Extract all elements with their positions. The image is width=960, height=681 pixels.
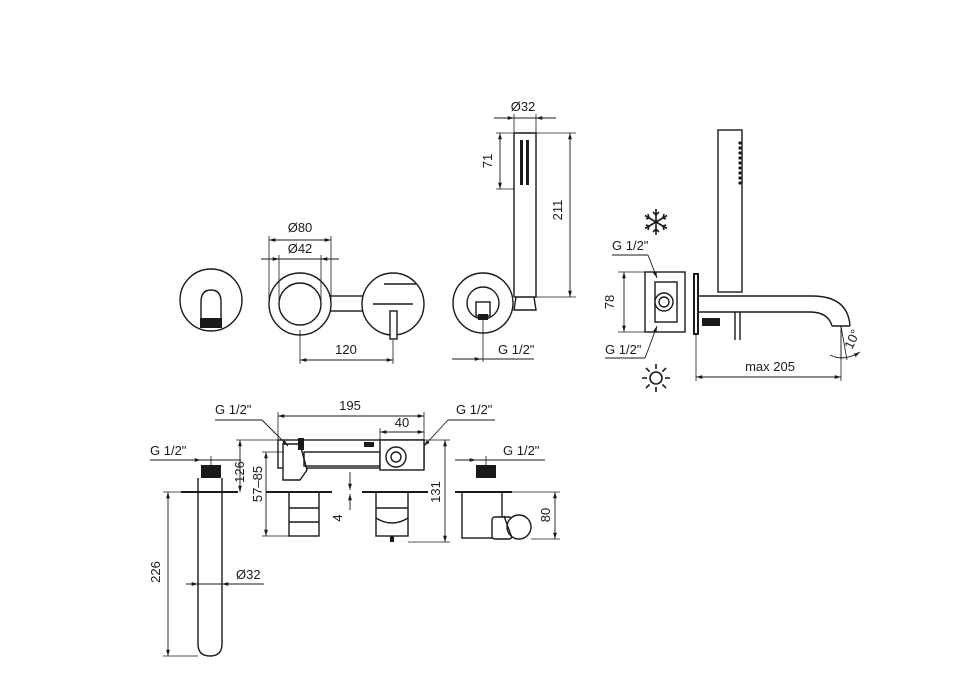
dim-g12-holder-label: G 1/2" bbox=[503, 443, 540, 458]
dim-angle10-label: 10° bbox=[841, 327, 863, 351]
spout-plan bbox=[181, 465, 238, 657]
dim-40: 40 bbox=[379, 415, 424, 440]
dim-126-label: 126 bbox=[232, 461, 247, 483]
dim-d32-spout-label: Ø32 bbox=[236, 567, 261, 582]
mixer-body-plan bbox=[266, 438, 428, 542]
dim-d42: Ø42 bbox=[261, 241, 339, 300]
hand-shower-side bbox=[717, 129, 743, 293]
dim-40-label: 40 bbox=[395, 415, 409, 430]
front-view: Ø32 71 211 Ø80 bbox=[179, 99, 576, 364]
dim-80-label: 80 bbox=[538, 508, 553, 522]
mixer-body-front bbox=[268, 272, 425, 340]
dim-angle10: 10° bbox=[829, 325, 863, 361]
dim-d32-hand-label: Ø32 bbox=[511, 99, 536, 114]
dim-78-label: 78 bbox=[602, 295, 617, 309]
dim-g12-plan-right-label: G 1/2" bbox=[456, 402, 493, 417]
spout-rosette-front bbox=[179, 268, 243, 332]
side-view: 78 G 1/2" G 1/2" max 205 10° bbox=[602, 129, 863, 392]
sun-icon bbox=[642, 364, 670, 392]
dim-4-label: 4 bbox=[330, 514, 345, 521]
dim-g12-hand-label: G 1/2" bbox=[498, 342, 535, 357]
dim-g12-plan-left-label: G 1/2" bbox=[215, 402, 252, 417]
dim-g12-side-bottom-label: G 1/2" bbox=[605, 342, 642, 357]
dim-71-label: 71 bbox=[480, 154, 495, 168]
dim-195: 195 bbox=[277, 398, 425, 440]
dim-d80: Ø80 bbox=[268, 220, 332, 300]
dim-g12-hand: G 1/2" bbox=[452, 320, 535, 362]
dim-126: 126 bbox=[232, 439, 278, 492]
dim-d32-spout: Ø32 bbox=[186, 567, 264, 586]
holder-plan bbox=[455, 465, 532, 540]
dim-195-label: 195 bbox=[339, 398, 361, 413]
snowflake-icon bbox=[644, 209, 668, 235]
spout-side bbox=[698, 295, 851, 340]
dim-120: 120 bbox=[299, 330, 394, 364]
dim-g12-side-top: G 1/2" bbox=[612, 238, 658, 279]
dim-g12-side-bottom: G 1/2" bbox=[605, 325, 658, 359]
concealed-box-side bbox=[644, 271, 686, 333]
dim-g12-spout: G 1/2" bbox=[150, 443, 241, 465]
dim-max205-label: max 205 bbox=[745, 359, 795, 374]
dim-226: 226 bbox=[148, 491, 198, 657]
dim-g12-plan-right: G 1/2" bbox=[423, 402, 495, 447]
dim-d80-label: Ø80 bbox=[288, 220, 313, 235]
dim-120-label: 120 bbox=[335, 342, 357, 357]
dim-g12-spout-label: G 1/2" bbox=[150, 443, 187, 458]
dim-57-85-label: 57–85 bbox=[250, 466, 265, 502]
dim-max205: max 205 bbox=[695, 330, 842, 381]
dim-80: 80 bbox=[502, 491, 560, 540]
dim-211: 211 bbox=[536, 132, 576, 298]
dim-4: 4 bbox=[330, 472, 352, 522]
dim-g12-holder: G 1/2" bbox=[455, 443, 545, 465]
shower-nozzles-side bbox=[738, 141, 742, 185]
dim-211-label: 211 bbox=[550, 200, 565, 221]
dim-78: 78 bbox=[602, 271, 645, 333]
wall-plate-side bbox=[693, 273, 699, 335]
dim-d42-label: Ø42 bbox=[288, 241, 313, 256]
dim-57-85: 57–85 bbox=[250, 451, 289, 537]
dim-131: 131 bbox=[408, 439, 450, 543]
dim-71: 71 bbox=[480, 132, 514, 190]
shower-nozzles bbox=[520, 140, 529, 185]
hand-shower-front bbox=[513, 132, 537, 311]
dim-131-label: 131 bbox=[428, 481, 443, 503]
plan-view: 195 40 G 1/2" G 1/2" G 1/2" bbox=[148, 398, 560, 657]
dim-g12-plan-left: G 1/2" bbox=[215, 402, 289, 447]
dim-d32-hand: Ø32 bbox=[494, 99, 556, 133]
dim-g12-side-top-label: G 1/2" bbox=[612, 238, 649, 253]
dim-226-label: 226 bbox=[148, 561, 163, 583]
